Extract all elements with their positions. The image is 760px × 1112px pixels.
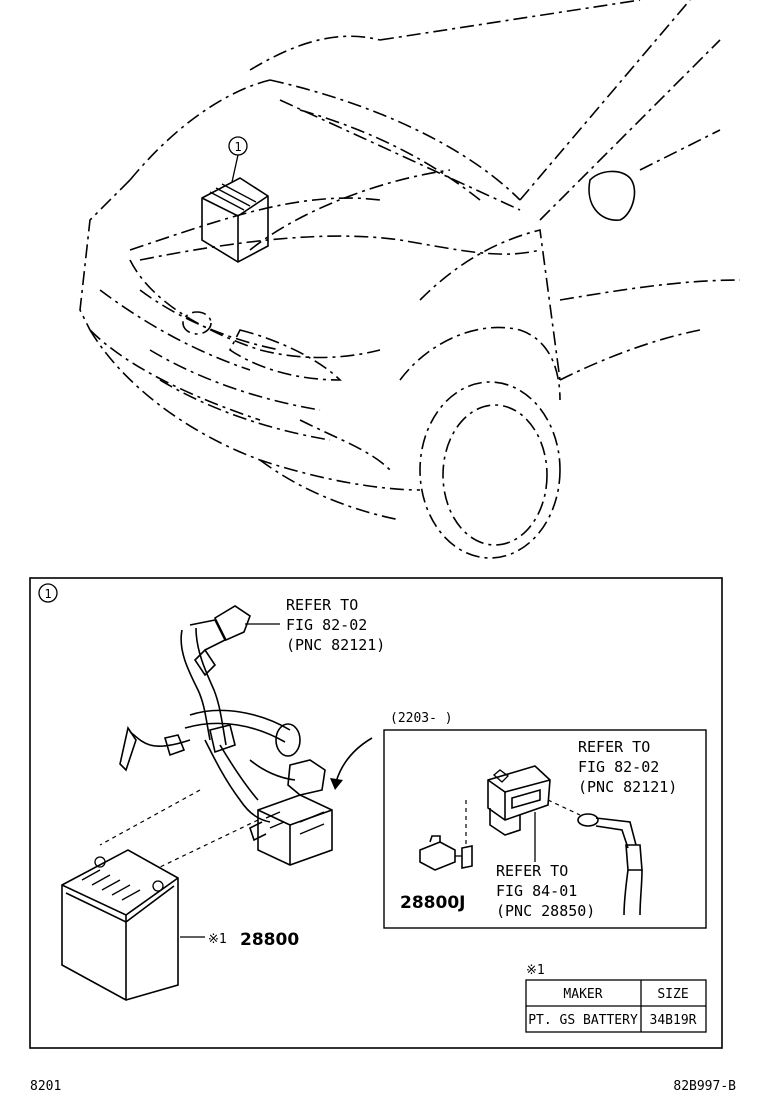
battery-sensor-icon [487,765,551,836]
refer1-line1: REFER TO [286,596,358,614]
spec-table [525,979,707,1033]
inset-label: (2203- ) [390,711,453,726]
spec-header-maker: MAKER [563,987,602,1002]
guide-line-1 [99,789,201,846]
part-number-28800: 28800 [240,930,299,950]
inset-refer2-line3: (PNC 28850) [496,902,595,920]
inset-refer1-line1: REFER TO [578,738,650,756]
inset-arrow [335,737,373,783]
callout-circle-detail [38,583,58,603]
inset-frame [383,729,707,929]
detail-frame [29,577,723,1049]
terminal-bolt-icon [419,835,473,871]
spec-header-size: SIZE [657,987,688,1002]
note-mark: ※1 [208,932,227,947]
callout-leader-top [231,154,239,183]
callout-number-top: 1 [234,140,241,154]
terminal-cable-icon [547,799,643,916]
spec-table-note: ※1 [526,963,545,978]
refer1-line2: FIG 82-02 [286,616,367,634]
spec-cell-maker: PT. GS BATTERY [528,1013,638,1028]
inset-refer2-line2: FIG 84-01 [496,882,577,900]
spec-cell-size: 34B19R [650,1013,697,1028]
battery-location-icon [201,177,269,263]
callout-number-detail: 1 [44,587,51,601]
inset-refer1-line3: (PNC 82121) [578,778,677,796]
vehicle-outline [79,0,741,559]
inset-refer1-line2: FIG 82-02 [578,758,659,776]
inset-refer2-line1: REFER TO [496,862,568,880]
inset-arrow-head [330,778,343,790]
footer-left-code: 8201 [30,1079,61,1094]
battery-icon [61,849,179,1001]
footer-right-code: 82B997-B [673,1079,736,1094]
refer1-line3: (PNC 82121) [286,636,385,654]
part-number-28800J: 28800J [400,893,465,913]
guide-line-2 [157,819,259,869]
battery-cable-harness [119,605,333,866]
